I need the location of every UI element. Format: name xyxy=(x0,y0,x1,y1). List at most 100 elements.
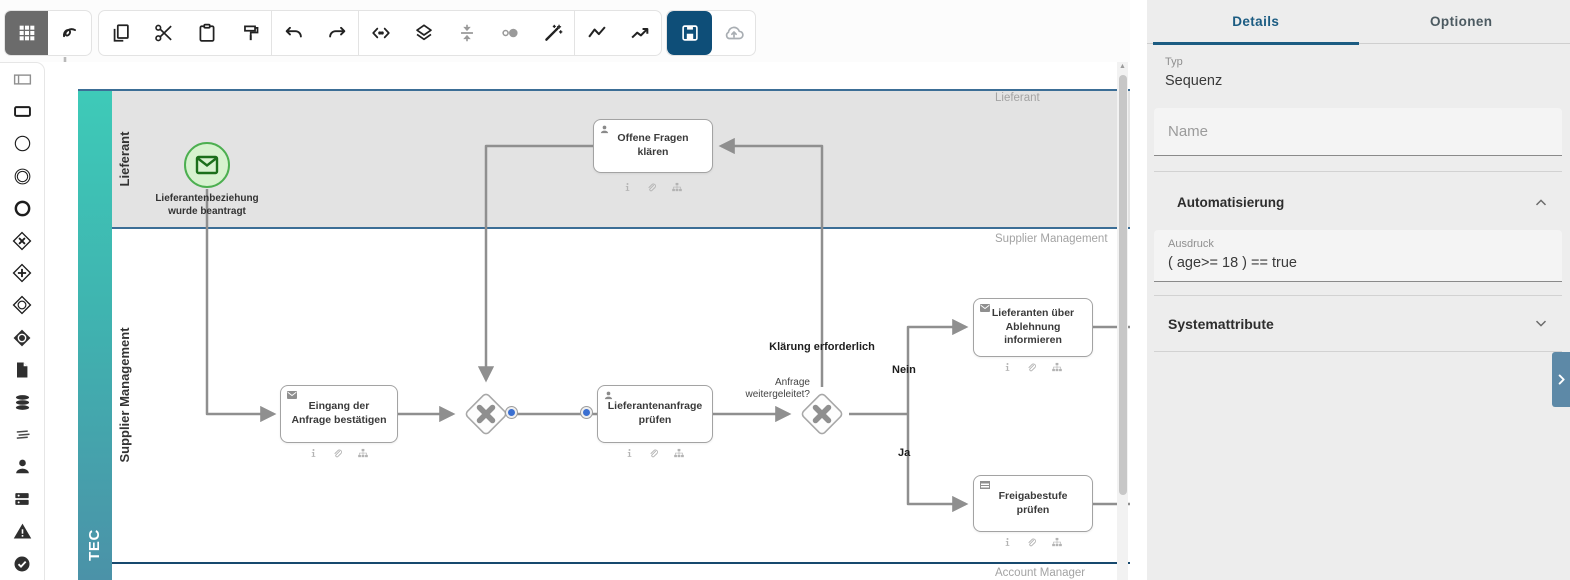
chevron-up-icon[interactable] xyxy=(1532,194,1550,212)
typ-value: Sequenz xyxy=(1165,73,1223,89)
task-eingang-der-anfrage-bestaetigen[interactable]: Eingang der Anfrage bestätigen xyxy=(280,385,398,443)
task-label: Lieferantenanfrage prüfen xyxy=(607,400,703,426)
curved-connector-icon xyxy=(629,22,651,44)
section-systemattribute[interactable]: Systemattribute xyxy=(1168,316,1274,332)
code-button[interactable] xyxy=(359,11,402,55)
palette-item-warning[interactable] xyxy=(0,515,44,547)
task-offene-fragen-klaeren[interactable]: Offene Fragen klären xyxy=(593,119,713,173)
corner-label-account-manager: Account Manager xyxy=(995,567,1086,579)
pool-header-band[interactable] xyxy=(78,90,112,580)
layers-button[interactable] xyxy=(402,11,445,55)
info-icon xyxy=(625,448,634,459)
toolbar-separator xyxy=(271,11,272,55)
diagram-canvas[interactable]: Lieferant Supplier Management TEC Liefer… xyxy=(46,62,1130,580)
exclusive-gateway-1[interactable] xyxy=(458,386,514,442)
toolbar-group-edit xyxy=(98,10,662,56)
palette-item-parallel-gateway[interactable] xyxy=(0,257,44,289)
lane-icon xyxy=(12,69,33,90)
palette-item-user[interactable] xyxy=(0,451,44,483)
palette-item-event-gateway[interactable] xyxy=(0,289,44,321)
ausdruck-value[interactable]: ( age>= 18 ) == true xyxy=(1168,255,1297,271)
task-freigabestufe-pruefen[interactable]: Freigabestufe prüfen xyxy=(973,475,1093,532)
sitemap-icon xyxy=(673,448,685,459)
palette-item-annotation[interactable] xyxy=(0,418,44,450)
paste-button[interactable] xyxy=(185,11,228,55)
palette-item-exclusive-gateway[interactable] xyxy=(0,224,44,256)
task-badges xyxy=(998,362,1068,373)
collapse-panel-button[interactable] xyxy=(1552,352,1570,407)
typ-label: Typ xyxy=(1165,56,1183,68)
event-gateway-icon xyxy=(11,294,33,316)
edge-label-anfrage-weitergeleitet: Anfrage weitergeleitet? xyxy=(745,377,810,400)
align-vertical-center-icon xyxy=(456,22,478,44)
toolbar-separator xyxy=(358,11,359,55)
palette-item-service[interactable] xyxy=(0,483,44,515)
task-badges xyxy=(618,182,688,193)
curved-connector-button[interactable] xyxy=(618,11,661,55)
chevron-down-icon[interactable] xyxy=(1532,314,1550,332)
palette-item-data-store[interactable] xyxy=(0,386,44,418)
toolbar-group-save xyxy=(666,10,756,56)
user-task-icon xyxy=(599,124,610,135)
magic-wand-button[interactable] xyxy=(531,11,574,55)
task-badges xyxy=(304,448,374,459)
toggle-visibility-button[interactable] xyxy=(488,11,531,55)
cut-button[interactable] xyxy=(142,11,185,55)
code-icon xyxy=(370,22,392,44)
format-painter-button[interactable] xyxy=(228,11,271,55)
task-label: Lieferanten über Ablehnung informieren xyxy=(991,307,1075,347)
flow-endpoint-handle[interactable] xyxy=(506,407,517,418)
task-label: Freigabestufe prüfen xyxy=(998,489,1068,516)
cloud-upload-icon xyxy=(722,21,746,45)
align-vertical-center-button[interactable] xyxy=(445,11,488,55)
zigzag-connector-button[interactable] xyxy=(575,11,618,55)
shape-palette xyxy=(0,62,45,580)
paperclip-icon xyxy=(648,448,659,459)
info-icon xyxy=(623,182,632,193)
task-badges xyxy=(620,448,690,459)
task-lieferantenanfrage-pruefen[interactable]: Lieferantenanfrage prüfen xyxy=(597,385,713,443)
freehand-button[interactable] xyxy=(48,11,91,55)
palette-item-success[interactable] xyxy=(0,547,44,579)
name-input[interactable] xyxy=(1154,108,1562,155)
palette-item-event-gateway-instantiated[interactable] xyxy=(0,321,44,353)
tab-details[interactable]: Details xyxy=(1153,0,1359,45)
flow-endpoint-handle[interactable] xyxy=(581,407,592,418)
cloud-upload-button[interactable] xyxy=(712,11,755,55)
corner-label-lieferant: Lieferant xyxy=(995,92,1040,104)
user-task-icon xyxy=(603,390,614,401)
task-lieferanten-ueber-ablehnung-informieren[interactable]: Lieferanten über Ablehnung informieren xyxy=(973,298,1093,357)
redo-icon xyxy=(326,22,348,44)
toolbar xyxy=(0,0,1130,62)
grid-button[interactable] xyxy=(5,11,48,55)
scrollbar-thumb[interactable] xyxy=(1118,75,1127,495)
exclusive-gateway-icon xyxy=(11,230,33,252)
end-event-icon xyxy=(12,198,33,219)
palette-item-start-event[interactable] xyxy=(0,128,44,160)
paperclip-icon xyxy=(332,448,343,459)
task-icon xyxy=(12,101,33,122)
palette-item-document[interactable] xyxy=(0,354,44,386)
info-icon xyxy=(309,448,318,459)
message-start-event[interactable] xyxy=(184,142,230,188)
palette-item-task[interactable] xyxy=(0,95,44,127)
send-task-icon xyxy=(979,303,991,313)
palette-item-lane[interactable] xyxy=(0,63,44,95)
scroll-up-arrow-icon[interactable]: ▲ xyxy=(1119,63,1126,70)
redo-button[interactable] xyxy=(315,11,358,55)
canvas-vertical-scrollbar[interactable]: ▲ xyxy=(1117,62,1128,580)
tab-optionen[interactable]: Optionen xyxy=(1430,14,1493,29)
cut-icon xyxy=(153,22,175,44)
section-automatisierung[interactable]: Automatisierung xyxy=(1177,195,1285,210)
undo-icon xyxy=(283,22,305,44)
paste-icon xyxy=(196,22,218,44)
undo-button[interactable] xyxy=(272,11,315,55)
name-field xyxy=(1154,108,1562,156)
warning-icon xyxy=(12,521,33,542)
copy-button[interactable] xyxy=(99,11,142,55)
exclusive-gateway-2[interactable] xyxy=(794,386,850,442)
palette-item-end-event[interactable] xyxy=(0,192,44,224)
edge-label-ja: Ja xyxy=(898,447,911,459)
palette-item-intermediate-event[interactable] xyxy=(0,160,44,192)
save-button[interactable] xyxy=(667,11,712,55)
